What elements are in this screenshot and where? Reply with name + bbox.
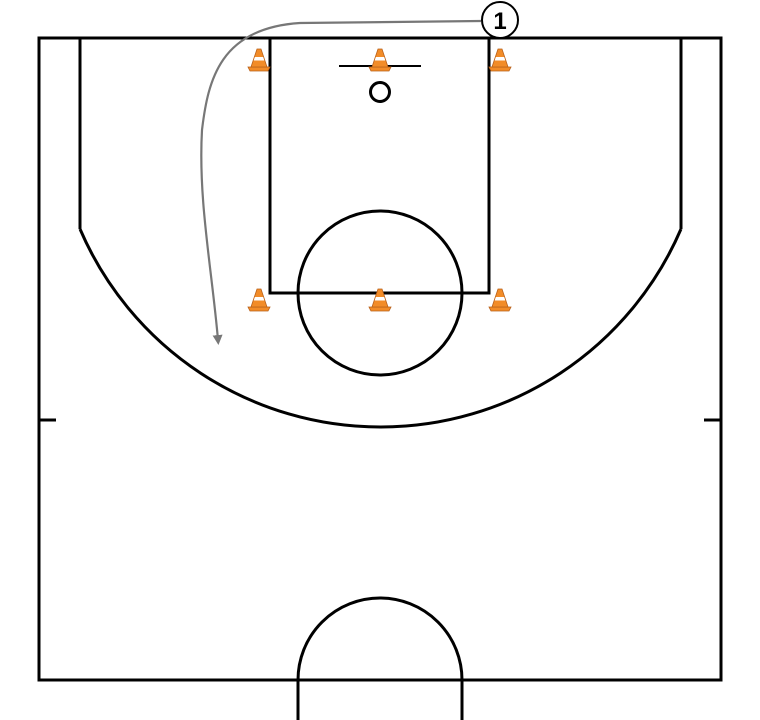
traffic-cone-icon <box>368 48 392 72</box>
free-throw-circle <box>296 209 464 377</box>
traffic-cone-icon <box>488 288 512 312</box>
court-boundary <box>37 36 723 682</box>
player-circle-icon <box>481 1 519 39</box>
center-circle <box>296 596 464 720</box>
player-movement-arrow <box>200 19 482 345</box>
player-marker: 1 <box>481 1 519 39</box>
paint-area <box>268 36 491 295</box>
player-number: 1 <box>493 8 506 35</box>
court-lines <box>37 36 723 720</box>
traffic-cone-icon <box>247 48 271 72</box>
basket-rim <box>369 81 391 103</box>
cones <box>247 48 512 312</box>
three-point-arc <box>78 228 683 429</box>
traffic-cone-icon <box>247 288 271 312</box>
traffic-cone-icon <box>488 48 512 72</box>
